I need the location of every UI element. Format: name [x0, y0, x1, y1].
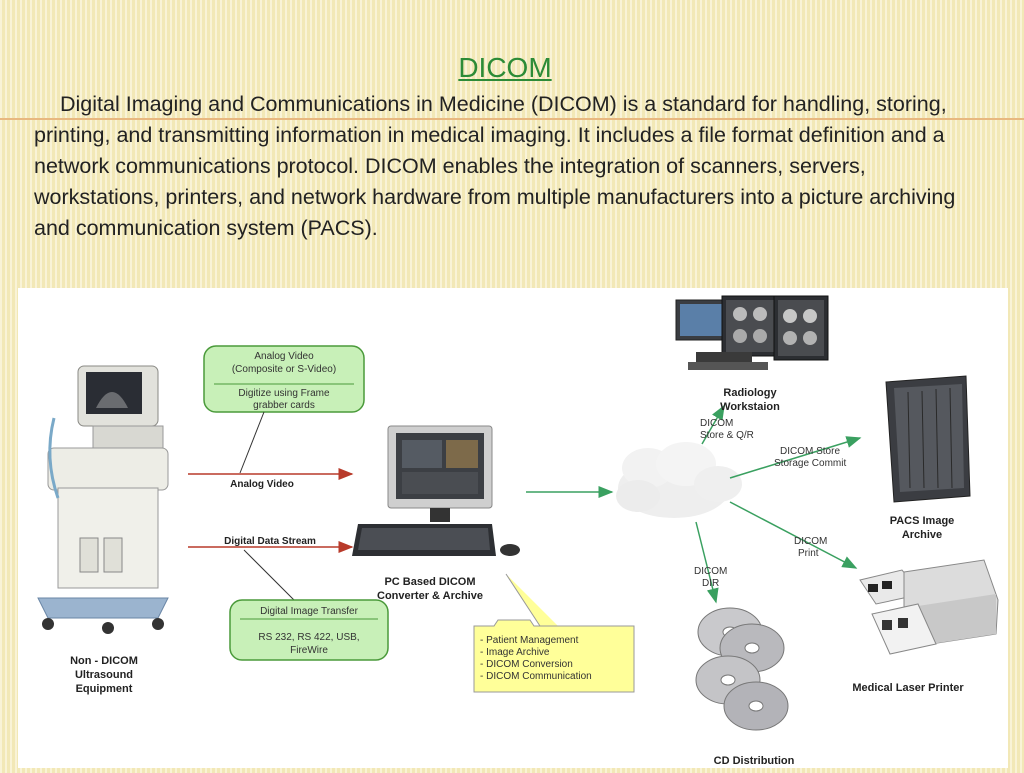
analog-callout-line4: grabber cards	[253, 400, 315, 411]
dir-label-line1: DICOM	[694, 566, 727, 577]
digital-stream-label: Digital Data Stream	[224, 536, 316, 547]
analog-callout-box	[203, 345, 365, 413]
cd-label: CD Distribution	[714, 755, 795, 767]
cd-discs-icon	[695, 607, 789, 731]
digital-callout-line1: Digital Image Transfer	[260, 606, 358, 617]
store-qr-label-line2: Store & Q/R	[700, 430, 754, 441]
print-arrow	[729, 501, 858, 569]
ultrasound-label-line1: Non - DICOM	[70, 655, 138, 667]
ultrasound-label-line3: Equipment	[76, 683, 133, 695]
top-rule	[0, 118, 1024, 120]
ultrasound-machine-icon	[37, 365, 169, 634]
dir-label-line2: DIR	[702, 578, 719, 589]
analog-callout-line3: Digitize using Frame	[238, 388, 330, 399]
workstation-label-line2: Workstaion	[720, 401, 780, 413]
digital-callout-box	[229, 599, 389, 661]
folder-item: - Patient Management	[480, 635, 579, 646]
intro-text: Digital Imaging and Communications in Me…	[34, 92, 956, 240]
store-qr-label-line1: DICOM	[700, 418, 733, 429]
digital-callout-line3: FireWire	[290, 645, 328, 656]
pacs-label-line2: Archive	[902, 529, 942, 541]
pacs-label-line1: PACS Image	[890, 515, 955, 527]
dicom-diagram-panel: Non - DICOM Ultrasound Equipment Analog …	[18, 288, 1008, 768]
pc-label-line2: Converter & Archive	[377, 590, 483, 602]
analog-video-label: Analog Video	[230, 479, 294, 490]
store-qr-arrow	[701, 404, 725, 445]
pacs-server-icon	[885, 375, 971, 503]
radiology-workstation-icon	[675, 295, 829, 370]
analog-callout-line1: Analog Video	[254, 351, 314, 362]
laser-printer-icon	[859, 559, 999, 655]
folder-pointer	[505, 573, 558, 627]
pc-computer-icon	[352, 425, 520, 556]
folder-item: - DICOM Conversion	[480, 659, 573, 670]
analog-callout-line2: (Composite or S-Video)	[232, 364, 336, 375]
digital-callout-line2: RS 232, RS 422, USB,	[258, 632, 359, 643]
print-label-line1: DICOM	[794, 536, 827, 547]
digital-callout-pointer	[243, 549, 295, 601]
ultrasound-label-line2: Ultrasound	[75, 669, 133, 681]
store-commit-label-line1: DICOM Store	[780, 446, 840, 457]
printer-label: Medical Laser Printer	[852, 682, 964, 694]
page-title: DICOM	[458, 52, 552, 83]
dir-arrow	[695, 521, 719, 604]
network-cloud-icon	[616, 442, 742, 518]
pc-label-line1: PC Based DICOM	[384, 576, 475, 588]
dicom-diagram: Non - DICOM Ultrasound Equipment Analog …	[37, 295, 999, 767]
store-commit-arrow	[729, 436, 862, 479]
store-commit-label-line2: Storage Commit	[774, 458, 846, 469]
workstation-label-line1: Radiology	[723, 387, 777, 399]
folder-item: - Image Archive	[480, 647, 550, 658]
folder-box	[473, 619, 635, 693]
print-label-line2: Print	[798, 548, 819, 559]
folder-item: - DICOM Communication	[480, 671, 592, 682]
analog-callout-pointer	[239, 411, 265, 474]
intro-paragraph: Digital Imaging and Communications in Me…	[34, 89, 984, 244]
